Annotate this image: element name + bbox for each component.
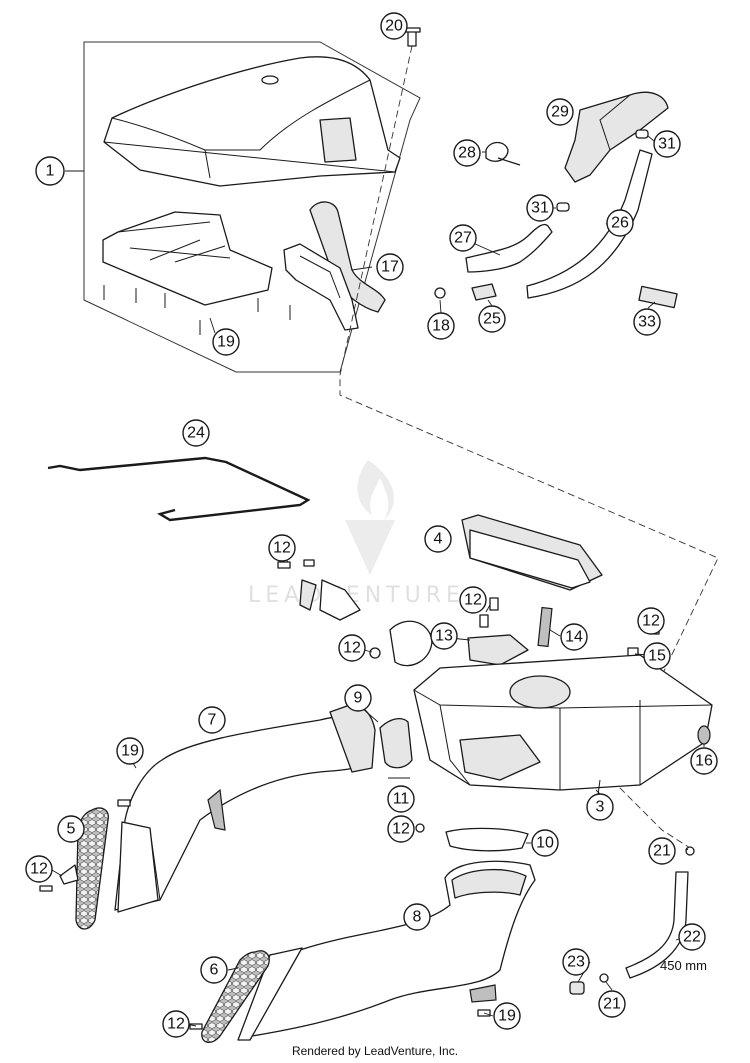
callout-30: 29 xyxy=(546,98,574,126)
svg-text:11: 11 xyxy=(393,791,410,808)
svg-text:20: 20 xyxy=(385,18,403,35)
svg-text:8: 8 xyxy=(413,909,422,926)
callout-12-b: 12 xyxy=(459,586,487,614)
svg-text:18: 18 xyxy=(432,318,450,335)
svg-text:26: 26 xyxy=(611,215,629,232)
svg-text:28: 28 xyxy=(458,145,476,162)
callout-20: 19 xyxy=(212,328,240,356)
intake-gaskets xyxy=(379,717,529,852)
svg-text:19: 19 xyxy=(121,743,139,760)
intake-tube-upper xyxy=(114,704,376,913)
callout-15: 15 xyxy=(643,642,671,670)
svg-text:23: 23 xyxy=(567,954,585,971)
svg-text:12: 12 xyxy=(30,861,48,878)
svg-text:12: 12 xyxy=(167,1016,185,1033)
callout-33: 33 xyxy=(633,308,661,336)
svg-text:21: 21 xyxy=(603,996,621,1013)
callout-31-upper: 31 xyxy=(653,130,681,158)
svg-text:12: 12 xyxy=(642,613,660,630)
callout-4: 4 xyxy=(424,525,452,553)
svg-text:12: 12 xyxy=(273,540,291,557)
svg-text:9: 9 xyxy=(354,690,363,707)
svg-text:12: 12 xyxy=(464,592,482,609)
svg-text:12: 12 xyxy=(392,821,410,838)
callout-28: 27 xyxy=(449,224,477,252)
callout-12-a: 12 xyxy=(268,534,296,562)
svg-text:3: 3 xyxy=(596,799,605,816)
svg-text:7: 7 xyxy=(208,712,217,729)
upper-group-frame xyxy=(83,41,421,373)
callout-26: 25 xyxy=(478,305,506,333)
callout-12-e: 12 xyxy=(387,815,415,843)
wire-rod xyxy=(47,456,311,522)
callout-17: 17 xyxy=(376,253,404,281)
callout-12-g: 12 xyxy=(162,1010,190,1038)
callout-16: 16 xyxy=(690,747,718,775)
callout-19-lower: 19 xyxy=(493,1002,521,1030)
svg-text:5: 5 xyxy=(67,821,76,838)
mesh-bracket-5 xyxy=(59,864,79,885)
footer-credit: Rendered by LeadVenture, Inc. xyxy=(291,1044,459,1058)
callout-29: 28 xyxy=(453,139,481,167)
callout-24: 23 xyxy=(562,948,590,976)
svg-text:19: 19 xyxy=(498,1008,516,1025)
callout-1: 1 xyxy=(35,156,65,186)
svg-text:31: 31 xyxy=(658,136,676,153)
callout-25: 24 xyxy=(182,419,210,447)
callout-9: 9 xyxy=(344,684,372,712)
svg-text:6: 6 xyxy=(210,962,219,979)
callout-10: 10 xyxy=(531,829,559,857)
callout-7: 7 xyxy=(198,706,226,734)
svg-text:17: 17 xyxy=(381,259,399,276)
callout-21: 20 xyxy=(380,12,408,40)
callout-3: 3 xyxy=(586,793,614,821)
callout-8: 8 xyxy=(403,903,431,931)
small-fasteners-upper xyxy=(277,559,660,667)
svg-text:24: 24 xyxy=(187,425,205,442)
svg-text:31: 31 xyxy=(531,200,549,217)
callout-14: 14 xyxy=(560,623,588,651)
callout-22-lower: 21 xyxy=(598,990,626,1018)
svg-text:27: 27 xyxy=(454,230,472,247)
mesh-grill-6 xyxy=(201,950,270,1043)
svg-text:10: 10 xyxy=(536,835,554,852)
svg-text:15: 15 xyxy=(648,648,666,665)
air-box xyxy=(413,654,713,796)
callout-12-d: 12 xyxy=(637,607,665,635)
callout-19-upper: 19 xyxy=(116,737,144,765)
svg-text:21: 21 xyxy=(653,843,671,860)
air-box-cover xyxy=(103,56,401,187)
svg-text:1: 1 xyxy=(46,163,55,180)
svg-text:22: 22 xyxy=(683,929,701,946)
callout-12-c: 12 xyxy=(338,634,366,662)
callout-11: 11 xyxy=(387,785,415,813)
svg-text:19: 19 xyxy=(217,334,235,351)
hose-length-note: 450 mm xyxy=(660,958,707,973)
callout-23: 22 xyxy=(678,923,706,951)
callout-27: 26 xyxy=(606,209,634,237)
callout-31-lower: 31 xyxy=(526,194,554,222)
breather-assembly xyxy=(434,91,678,309)
intake-tube-lower xyxy=(237,860,536,1041)
air-filter xyxy=(461,514,603,591)
svg-text:14: 14 xyxy=(565,629,583,646)
svg-text:16: 16 xyxy=(695,753,713,770)
callout-18: 18 xyxy=(427,312,455,340)
intake-elbow-hose xyxy=(283,201,386,331)
svg-text:13: 13 xyxy=(435,628,453,645)
callout-labels: 1 20 29 28 31 31 27 26 17 18 25 33 19 24… xyxy=(25,12,718,1038)
svg-text:4: 4 xyxy=(434,531,443,548)
svg-text:29: 29 xyxy=(551,104,569,121)
callout-6: 6 xyxy=(200,956,228,984)
callout-12-f: 12 xyxy=(25,855,53,883)
callout-5: 5 xyxy=(57,815,85,843)
mesh-grill-5 xyxy=(75,807,109,930)
svg-text:25: 25 xyxy=(483,311,501,328)
svg-text:33: 33 xyxy=(638,314,656,331)
svg-text:12: 12 xyxy=(343,640,361,657)
callout-22-upper: 21 xyxy=(648,837,676,865)
filter-cage xyxy=(102,211,291,335)
callout-13: 13 xyxy=(430,622,458,650)
